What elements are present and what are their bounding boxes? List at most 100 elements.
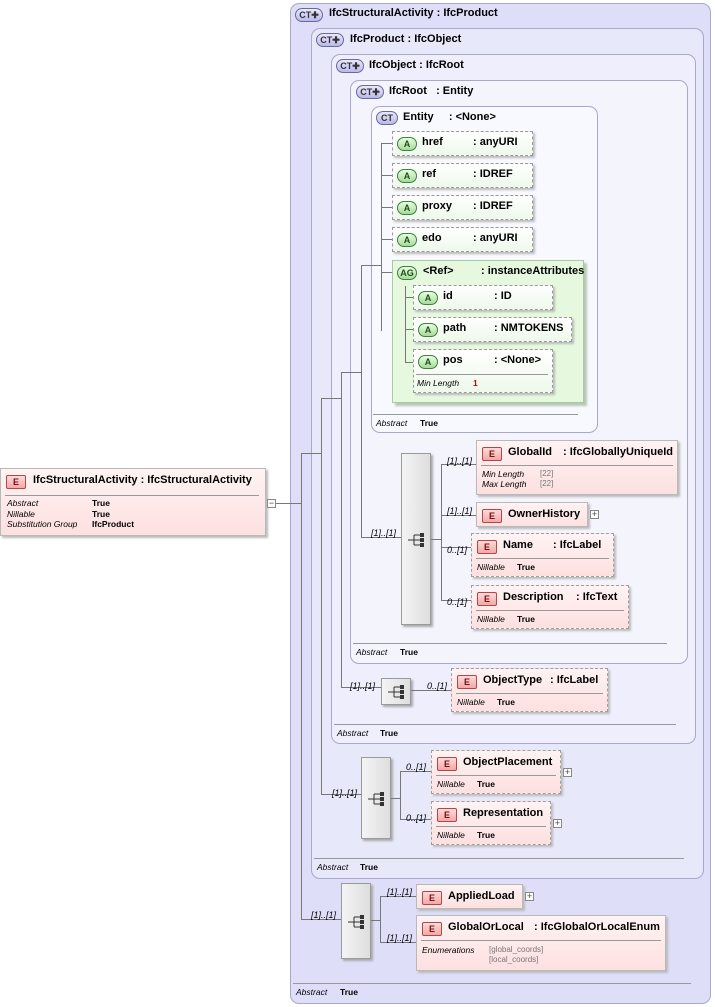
element-prop-key: Enumerations [422, 945, 475, 955]
element-icon: E [477, 540, 497, 554]
element-name[interactable]: E Name : IfcLabel Nillable True [471, 533, 614, 577]
root-prop-value: True [92, 498, 110, 508]
element-name: GlobalOrLocal [448, 921, 524, 933]
ifcroot-abstract-value: True [400, 647, 418, 657]
element-icon: E [482, 509, 502, 523]
element-representation[interactable]: E Representation Nillable True [431, 801, 551, 845]
element-prop-key: Nillable [437, 830, 465, 840]
sequence-compositor[interactable] [381, 678, 411, 705]
element-name: Name [503, 539, 533, 551]
attribute-path[interactable]: A path : NMTOKENS [413, 317, 572, 342]
enumeration-value: [local_coords] [489, 955, 539, 964]
element-prop-value: True [497, 697, 515, 707]
sequence-compositor[interactable] [361, 757, 391, 839]
entity-abstract-key: Abstract [376, 418, 408, 428]
element-icon: E [482, 447, 502, 461]
element-prop-value: [22] [540, 469, 554, 478]
element-name: AppliedLoad [448, 890, 515, 902]
attribute-id[interactable]: A id : ID [413, 285, 553, 310]
sequence-icon [348, 915, 364, 929]
attribute-group-type: : instanceAttributes [481, 265, 585, 277]
attribute-proxy[interactable]: A proxy : IDREF [392, 195, 533, 220]
element-prop-value: True [517, 614, 535, 624]
element-name: Description [503, 591, 564, 603]
attribute-ref[interactable]: A ref : IDREF [392, 163, 533, 188]
element-name: ObjectPlacement [463, 756, 553, 768]
element-ownerhistory[interactable]: E OwnerHistory [476, 502, 588, 527]
attribute-type: : NMTOKENS [494, 322, 564, 334]
attribute-name: href [422, 136, 443, 148]
attribute-icon: A [397, 233, 417, 247]
attribute-pos[interactable]: A pos : <None> Min Length 1 [413, 349, 553, 393]
element-description[interactable]: E Description : IfcText Nillable True [471, 585, 629, 629]
attribute-type: : IDREF [473, 168, 513, 180]
element-prop-value: True [517, 562, 535, 572]
expand-toggle[interactable]: + [553, 818, 562, 828]
element-cardinality: [1]..[1] [447, 456, 473, 466]
attribute-name: ref [422, 168, 437, 180]
type-header-ifcroot: IfcRoot : Entity [389, 85, 474, 97]
attribute-type: : <None> [494, 354, 542, 366]
sequence-cardinality: [1]..[1] [332, 788, 358, 798]
enumeration-value: [global_coords] [489, 945, 544, 954]
attribute-href[interactable]: A href : anyURI [392, 131, 533, 156]
element-type: : IfcLabel [550, 674, 599, 686]
complex-type-icon: CT [376, 111, 398, 125]
attribute-icon: A [418, 323, 438, 337]
collapse-toggle[interactable]: − [267, 498, 276, 508]
element-name: OwnerHistory [508, 508, 581, 520]
element-prop-value: True [477, 830, 495, 840]
ifcobject-abstract-value: True [380, 728, 398, 738]
root-prop-key: Substitution Group [7, 519, 78, 529]
element-prop-key: Nillable [477, 614, 505, 624]
expand-toggle[interactable]: + [590, 509, 599, 519]
type-header-ifcstructuralactivity: IfcStructuralActivity : IfcProduct [329, 7, 498, 19]
type-header-ifcproduct: IfcProduct : IfcObject [350, 33, 462, 45]
element-appliedload[interactable]: E AppliedLoad [416, 884, 523, 909]
sequence-cardinality: [1]..[1] [350, 681, 376, 691]
element-prop-key: Nillable [437, 779, 465, 789]
attribute-name: id [443, 290, 453, 302]
element-prop-value: True [477, 779, 495, 789]
element-icon: E [477, 592, 497, 606]
element-globalorlocal[interactable]: E GlobalOrLocal : IfcGlobalOrLocalEnum E… [416, 915, 666, 971]
expand-toggle[interactable]: + [563, 767, 572, 777]
element-icon: E [422, 891, 442, 905]
element-icon: E [6, 475, 26, 489]
element-globalid[interactable]: E GlobalId : IfcGloballyUniqueId Min Len… [476, 440, 678, 495]
attribute-name: proxy [422, 200, 452, 212]
attribute-edo[interactable]: A edo : anyURI [392, 227, 533, 252]
attribute-type: : anyURI [473, 136, 518, 148]
element-type: : IfcText [576, 591, 618, 603]
expand-toggle[interactable]: + [525, 891, 534, 901]
root-prop-value: IfcProduct [92, 519, 135, 529]
element-objectplacement[interactable]: E ObjectPlacement Nillable True [431, 750, 561, 794]
root-element-name: IfcStructuralActivity : IfcStructuralAct… [33, 474, 252, 486]
sequence-compositor[interactable] [341, 883, 371, 959]
attribute-name: path [443, 322, 467, 334]
complex-type-icon: CT✚ [356, 85, 384, 99]
attribute-name: pos [443, 354, 463, 366]
attribute-prop-value: 1 [473, 378, 478, 388]
root-prop-key: Nillable [7, 509, 35, 519]
sequence-compositor[interactable] [401, 453, 431, 625]
complex-type-icon: CT✚ [336, 59, 364, 73]
attribute-type: : ID [494, 290, 512, 302]
element-cardinality: 0..[1] [406, 762, 427, 772]
element-cardinality: 0..[1] [427, 681, 448, 691]
element-cardinality: 0..[1] [406, 813, 427, 823]
ifcroot-abstract-key: Abstract [356, 647, 388, 657]
attribute-prop-key: Min Length [417, 378, 460, 388]
attribute-group-icon: AG [397, 266, 417, 280]
element-icon: E [437, 808, 457, 822]
attribute-icon: A [397, 137, 417, 151]
attribute-icon: A [418, 291, 438, 305]
root-prop-value: True [92, 509, 110, 519]
root-element-box[interactable]: E IfcStructuralActivity : IfcStructuralA… [0, 468, 266, 536]
element-cardinality: 0..[1] [447, 597, 468, 607]
element-objecttype[interactable]: E ObjectType : IfcLabel Nillable True [451, 668, 608, 712]
element-prop-key: Max Length [482, 479, 527, 489]
sequence-cardinality: [1]..[1] [371, 528, 397, 538]
type-header-ifcobject: IfcObject : IfcRoot [369, 59, 464, 71]
type-header-entity: Entity : <None> [403, 111, 496, 123]
